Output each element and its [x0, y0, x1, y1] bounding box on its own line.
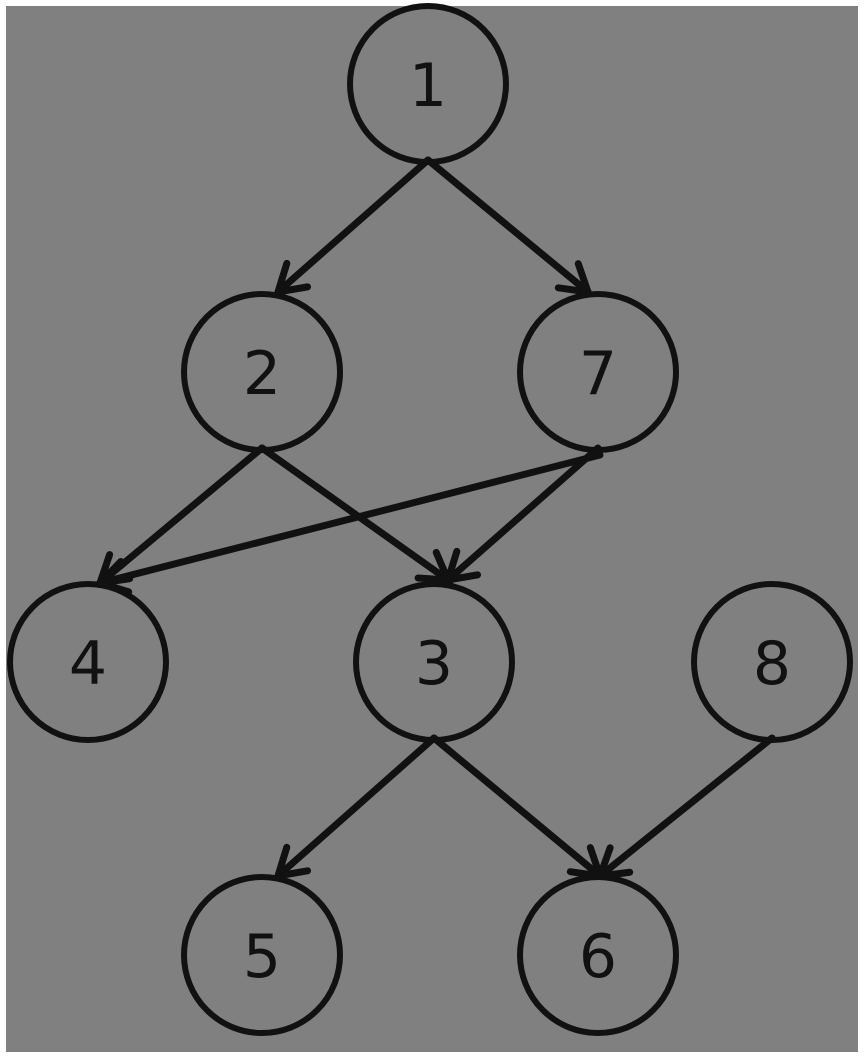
edge-7-to-3 [442, 444, 602, 585]
edge-line [274, 156, 432, 296]
node-1: 1 [347, 3, 509, 165]
node-6: 6 [517, 874, 679, 1036]
edge-line [96, 451, 604, 587]
node-8: 8 [691, 581, 853, 743]
node-5: 5 [181, 874, 343, 1036]
node-label: 1 [409, 51, 447, 121]
node-circle [517, 291, 679, 453]
node-label: 7 [579, 339, 617, 409]
node-label: 8 [753, 629, 791, 699]
node-circle [181, 291, 343, 453]
edge-1-to-2 [272, 156, 432, 297]
node-circle [691, 581, 853, 743]
nodes-layer: 1 2 7 4 3 8 5 6 [7, 3, 853, 1036]
node-circle [353, 581, 515, 743]
node-label: 5 [243, 922, 281, 992]
node-circle [347, 3, 509, 165]
arrowhead [272, 259, 312, 297]
edge-line [444, 444, 602, 584]
edge-line [424, 156, 592, 296]
node-label: 6 [579, 922, 617, 992]
node-4: 4 [7, 581, 169, 743]
node-label: 2 [243, 339, 281, 409]
edge-line [596, 734, 776, 880]
node-label: 3 [415, 629, 453, 699]
node-3: 3 [353, 581, 515, 743]
node-label: 4 [69, 629, 107, 699]
node-circle [7, 581, 169, 743]
node-circle [517, 874, 679, 1036]
edge-line [96, 444, 266, 587]
edge-line [274, 734, 438, 880]
edge-line [258, 444, 452, 584]
diagram-background [6, 6, 858, 1052]
node-7: 7 [517, 291, 679, 453]
node-circle [181, 874, 343, 1036]
edge-line [430, 734, 604, 880]
node-2: 2 [181, 291, 343, 453]
arrowhead [442, 547, 482, 585]
